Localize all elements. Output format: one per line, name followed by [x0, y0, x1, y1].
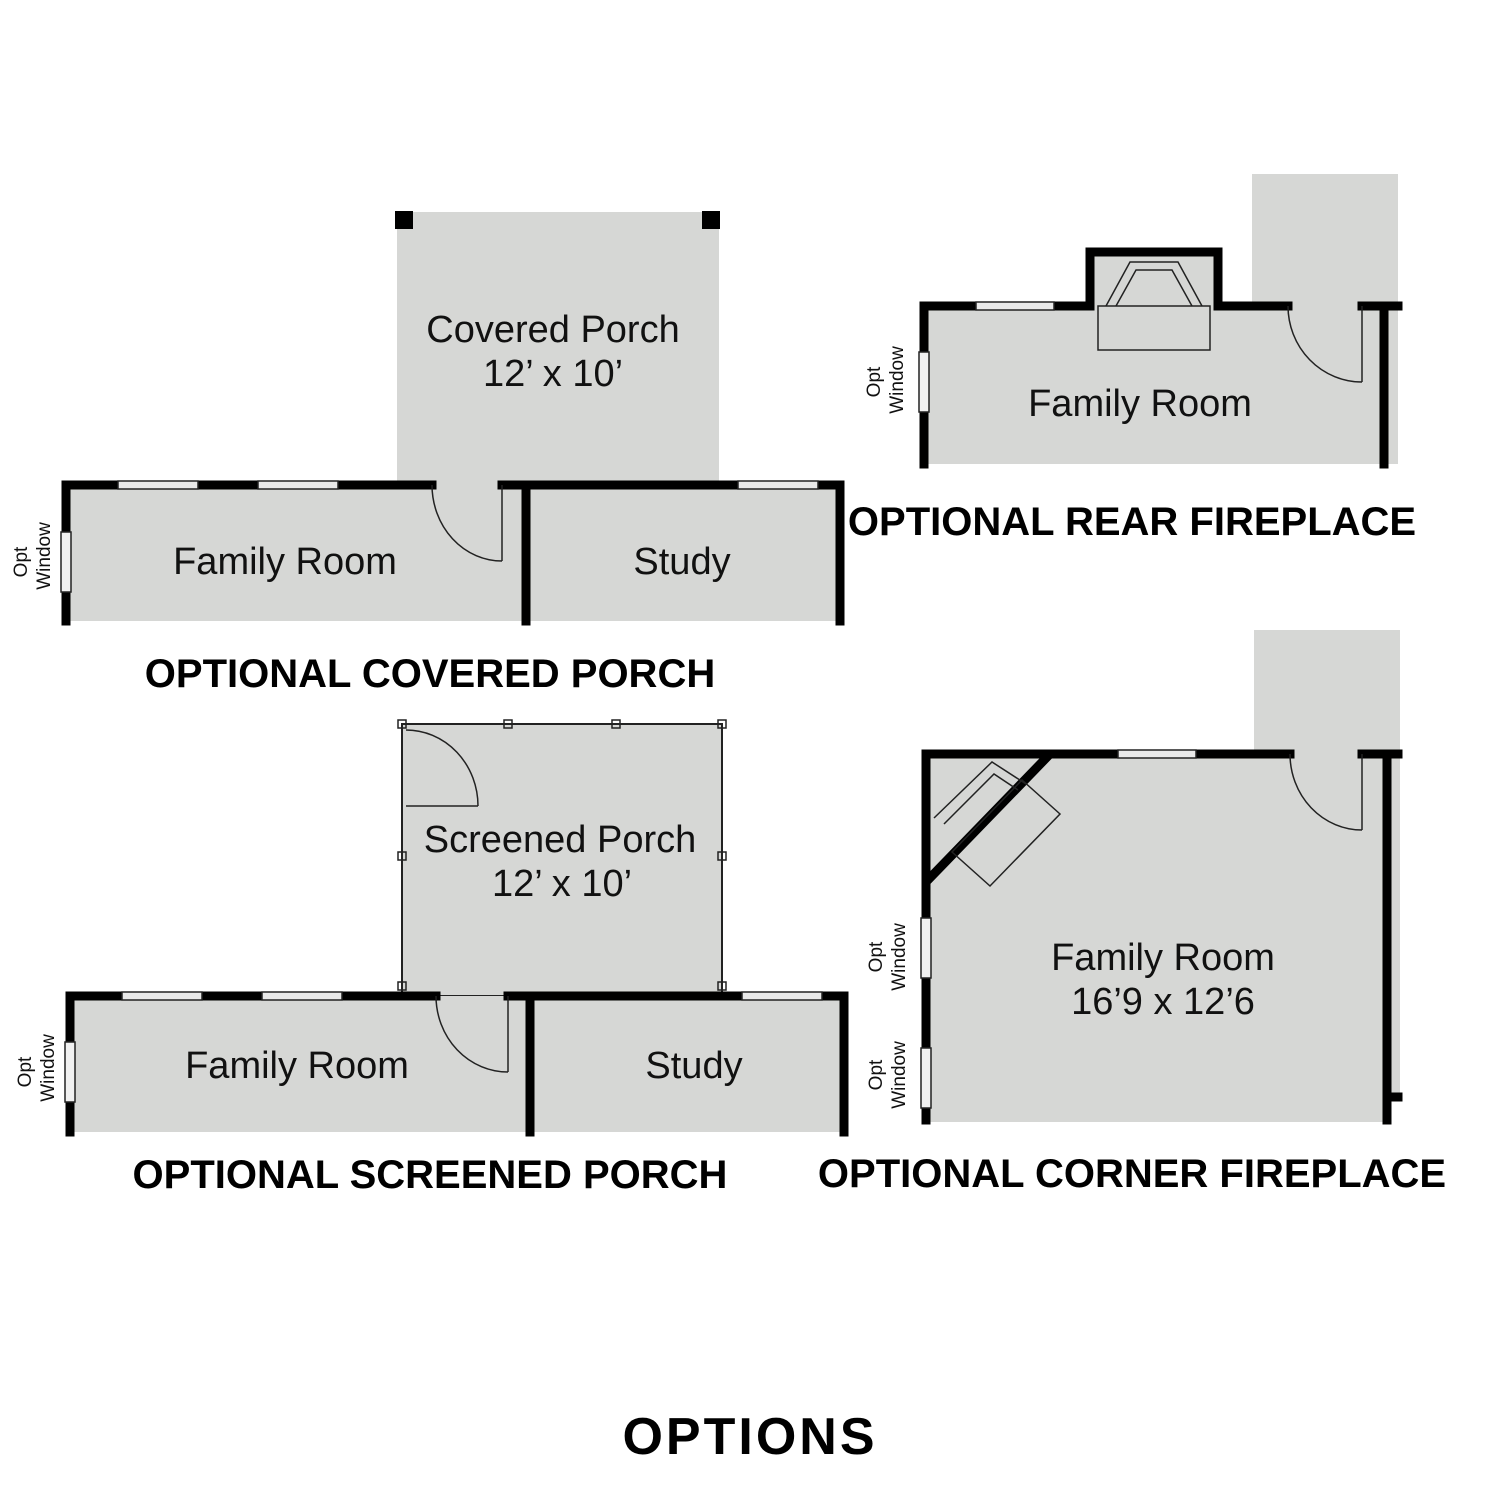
opt-window	[918, 351, 930, 413]
screened-porch-plan: Opt Window Screened Porch 12’ x 10’ Fami…	[15, 719, 849, 1197]
screen-post	[717, 981, 727, 991]
adjacent-room-floor	[1254, 630, 1400, 754]
window	[257, 480, 339, 490]
covered-porch-dims: 12’ x 10’	[483, 353, 623, 395]
exterior-wall	[919, 247, 1293, 469]
screen-post	[397, 981, 407, 991]
study-floor	[530, 996, 844, 1132]
screened-porch-dims: 12’ x 10’	[492, 863, 632, 905]
opt-window-label: Window	[889, 1041, 910, 1109]
covered-porch-plan: Opt Window Covered Porch 12’ x 10’ Famil…	[11, 211, 845, 696]
fireplace-icon	[1097, 261, 1211, 351]
screen-post	[503, 719, 513, 729]
porch-post	[702, 211, 720, 229]
family-room-label: Family Room	[1028, 383, 1252, 425]
rear-fireplace-caption: OPTIONAL REAR FIREPLACE	[848, 500, 1416, 544]
screen-post	[717, 851, 727, 861]
family-room-dims: 16’9 x 12’6	[1071, 981, 1255, 1023]
covered-porch-floor	[397, 212, 719, 485]
opt-window-label: Window	[889, 923, 910, 991]
opt-window-label: Opt	[866, 1059, 887, 1090]
door-swing	[1287, 305, 1363, 383]
screened-porch-caption: OPTIONAL SCREENED PORCH	[133, 1153, 728, 1197]
door-swing	[431, 484, 503, 562]
family-room-label: Family Room	[1051, 937, 1275, 979]
door-swing	[435, 995, 509, 1073]
opt-window-label: Window	[38, 1034, 59, 1102]
exterior-wall	[497, 480, 845, 626]
family-room-label: Family Room	[173, 541, 397, 583]
screen-post	[397, 719, 407, 729]
family-room-floor	[66, 485, 526, 621]
exterior-wall	[503, 991, 849, 1137]
family-room-floor	[926, 754, 1386, 1122]
door-swing	[405, 729, 479, 807]
window	[117, 480, 199, 490]
window	[261, 991, 343, 1001]
family-room-floor	[70, 996, 530, 1132]
family-room-label: Family Room	[185, 1045, 409, 1087]
covered-porch-label: Covered Porch	[426, 309, 679, 351]
adjacent-room-floor	[1252, 174, 1398, 306]
screened-porch-label: Screened Porch	[424, 819, 697, 861]
window	[121, 991, 203, 1001]
covered-porch-caption: OPTIONAL COVERED PORCH	[145, 652, 715, 696]
family-room-floor	[924, 306, 1398, 464]
opt-window-label: Opt	[866, 941, 887, 972]
study-label: Study	[645, 1045, 742, 1087]
window	[975, 301, 1055, 311]
opt-window-label: Opt	[11, 546, 32, 577]
corner-fireplace-caption: OPTIONAL CORNER FIREPLACE	[818, 1152, 1446, 1196]
screened-porch-floor	[402, 724, 722, 996]
fireplace-bump-floor	[1090, 252, 1218, 306]
page-title: OPTIONS	[622, 1408, 877, 1466]
porch-post	[395, 211, 413, 229]
screen-post	[717, 719, 727, 729]
window	[741, 991, 823, 1001]
rear-fireplace-plan: Opt Window Family Room OPTIONAL REAR FIR…	[848, 174, 1416, 544]
opt-window-label: Window	[887, 346, 908, 414]
study-floor	[526, 485, 840, 621]
opt-window	[60, 531, 72, 593]
opt-window-label: Window	[34, 522, 55, 590]
study-label: Study	[633, 541, 730, 583]
opt-window	[920, 917, 932, 979]
fireplace-wall	[922, 750, 1054, 886]
screen-post	[611, 719, 621, 729]
screen-post	[397, 851, 407, 861]
window	[1117, 749, 1197, 759]
fireplace-icon	[933, 761, 1062, 888]
window	[737, 480, 819, 490]
opt-window	[920, 1047, 932, 1109]
corner-fireplace-plan: Opt Window Opt Window Family Room 16’9 x…	[818, 630, 1446, 1196]
opt-window-label: Opt	[864, 366, 885, 397]
door-swing	[1289, 753, 1363, 831]
opt-window	[64, 1041, 76, 1103]
opt-window-label: Opt	[15, 1056, 36, 1087]
